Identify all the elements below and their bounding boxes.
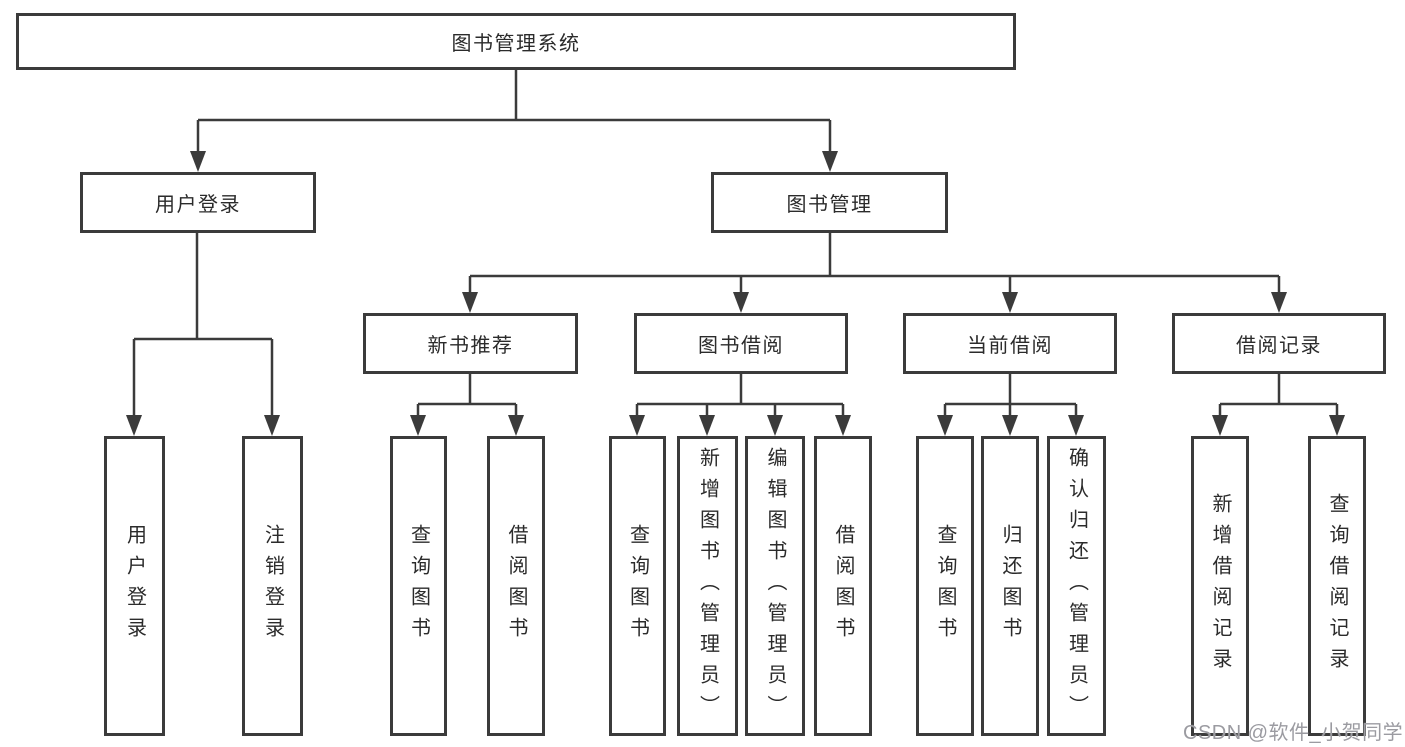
leaf-logout-label: 注销登录: [261, 524, 284, 648]
leaf-cb-return-book-label: 归还图书: [999, 524, 1021, 648]
leaf-cb-query-book: 查询图书: [916, 436, 974, 736]
leaf-cb-query-book-label: 查询图书: [934, 524, 956, 648]
leaf-user-login-label: 用户登录: [123, 524, 146, 648]
connector-root: [190, 69, 838, 172]
connector-new-book-recommend: [410, 374, 524, 436]
leaf-bb-query-book: 查询图书: [609, 436, 666, 736]
connector-current-borrow: [937, 374, 1084, 436]
leaf-nbr-borrow-book: 借阅图书: [487, 436, 545, 736]
leaf-br-query-record: 查询借阅记录: [1308, 436, 1366, 736]
node-book-borrow: 图书借阅: [634, 313, 848, 374]
watermark-csdn: CSDN @软件_小贺同学: [1183, 722, 1404, 744]
leaf-bb-query-book-label: 查询图书: [626, 524, 649, 648]
leaf-bb-add-book-admin-label: 新增图书（管理员）: [696, 446, 719, 726]
connector-user-login: [126, 233, 280, 436]
node-book-management: 图书管理: [711, 172, 948, 233]
node-library-management-system: 图书管理系统: [16, 13, 1016, 70]
leaf-cb-return-book: 归还图书: [981, 436, 1039, 736]
node-new-book-recommend: 新书推荐: [363, 313, 578, 374]
leaf-bb-edit-book-admin-label: 编辑图书（管理员）: [764, 446, 786, 726]
leaf-nbr-query-book: 查询图书: [390, 436, 447, 736]
connector-borrow-record: [1212, 374, 1345, 436]
leaf-logout: 注销登录: [242, 436, 303, 736]
leaf-br-add-record-label: 新增借阅记录: [1209, 493, 1231, 679]
leaf-bb-add-book-admin: 新增图书（管理员）: [677, 436, 738, 736]
connector-book-management: [462, 233, 1287, 313]
node-user-login: 用户登录: [80, 172, 316, 233]
leaf-cb-confirm-return-admin: 确认归还（管理员）: [1047, 436, 1106, 736]
leaf-br-add-record: 新增借阅记录: [1191, 436, 1249, 736]
connector-book-borrow: [629, 374, 851, 436]
node-current-borrow: 当前借阅: [903, 313, 1117, 374]
leaf-bb-borrow-book: 借阅图书: [814, 436, 872, 736]
leaf-br-query-record-label: 查询借阅记录: [1326, 493, 1348, 679]
leaf-bb-edit-book-admin: 编辑图书（管理员）: [745, 436, 805, 736]
leaf-cb-confirm-return-admin-label: 确认归还（管理员）: [1065, 446, 1088, 726]
node-borrow-record: 借阅记录: [1172, 313, 1386, 374]
leaf-bb-borrow-book-label: 借阅图书: [832, 524, 854, 648]
leaf-user-login: 用户登录: [104, 436, 165, 736]
leaf-nbr-borrow-book-label: 借阅图书: [505, 524, 527, 648]
leaf-nbr-query-book-label: 查询图书: [407, 524, 430, 648]
